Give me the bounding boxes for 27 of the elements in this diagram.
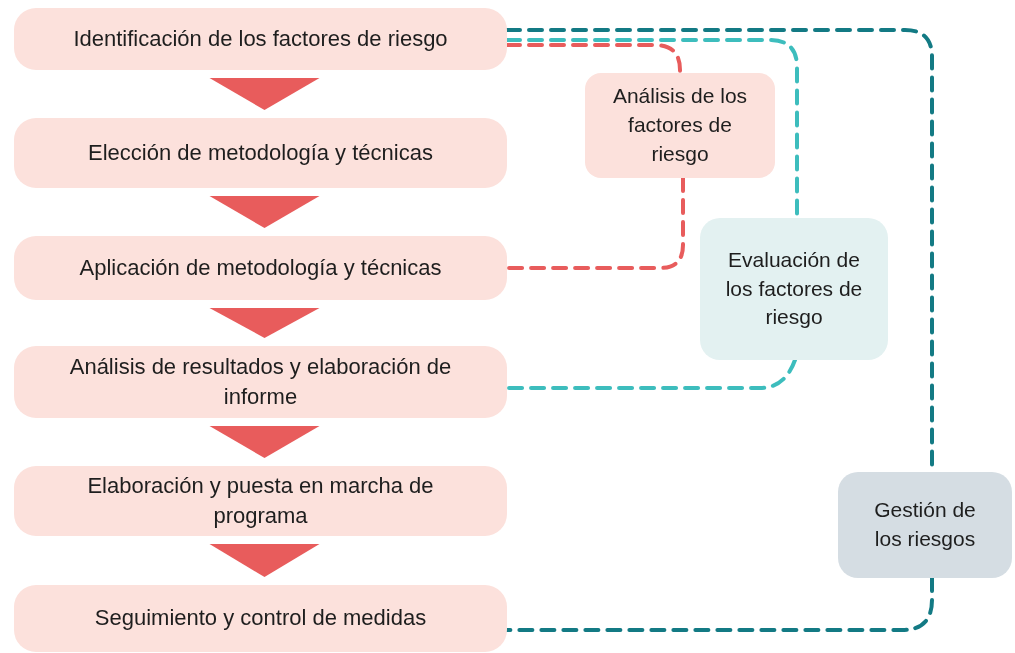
step-box [14, 346, 507, 418]
step-label: Análisis de los factores de riesgo [611, 83, 749, 167]
step-box [700, 218, 888, 360]
step-box [14, 585, 507, 652]
step-box [14, 236, 507, 300]
down-arrow [209, 426, 320, 458]
dashed-connector [505, 576, 934, 632]
dashed-connector [505, 358, 797, 390]
down-arrow [209, 308, 320, 338]
step-box [585, 73, 775, 178]
step-label: Análisis de resultados y elaboración de informe [68, 352, 453, 411]
down-arrow [209, 544, 320, 577]
step-box [14, 466, 507, 536]
down-arrow [209, 78, 320, 110]
step-box [14, 118, 507, 188]
step-label: Aplicación de metodología y técnicas [79, 253, 442, 282]
step-box [14, 8, 507, 70]
step-label: Evaluación de los factores de riesgo [724, 246, 864, 331]
dashed-connector [505, 176, 685, 270]
step-label: Seguimiento y control de medidas [94, 604, 427, 633]
step-label: Elección de metodología y técnicas [88, 138, 433, 167]
dashed-connector [505, 43, 682, 75]
step-box [838, 472, 1012, 578]
step-label: Identificación de los factores de riesgo [73, 24, 448, 53]
down-arrow [209, 196, 320, 228]
step-label: Elaboración y puesta en marcha de programa [86, 471, 435, 530]
step-label: Gestión de los riesgos [873, 497, 977, 552]
